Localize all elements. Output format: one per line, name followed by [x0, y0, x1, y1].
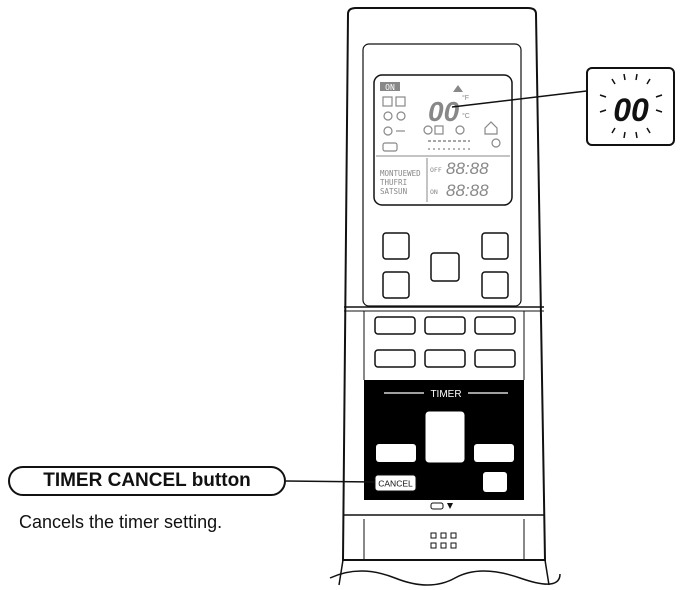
lcd-up-arrow-icon	[453, 85, 463, 92]
row1-button-3[interactable]	[474, 316, 516, 335]
zoom-leader-line	[451, 89, 596, 108]
lcd-main-digits: 00	[428, 96, 460, 127]
sensor-icon	[382, 142, 398, 152]
lcd-timer-on-digits: 88:88	[446, 181, 489, 200]
blink-rays-icon	[599, 73, 663, 139]
heat-mode-icon	[396, 111, 406, 121]
timer-right-button[interactable]	[474, 444, 514, 462]
lower-right-button[interactable]	[481, 271, 509, 299]
battery-icon	[430, 502, 444, 510]
timer-cancel-button-label: CANCEL	[378, 479, 413, 489]
zoom-inset-digits: 00	[613, 92, 649, 128]
auto-mode-icon	[382, 96, 393, 107]
lcd-timer-off-digits: 88:88	[446, 159, 489, 178]
lcd-unit-f: °F	[462, 94, 469, 102]
fan-speed-icon	[423, 125, 433, 135]
slide-down-icon	[447, 503, 453, 509]
home-leave-icon	[484, 121, 498, 135]
row1-button-1[interactable]	[374, 316, 416, 335]
timer-cancel-callout-description: Cancels the timer setting.	[19, 512, 223, 532]
row2-button-1[interactable]	[374, 349, 416, 368]
dry-mode-icon	[395, 96, 406, 107]
timer-section-label: TIMER	[430, 389, 461, 400]
timer-left-button[interactable]	[376, 444, 416, 462]
lcd-days-line2: THUFRI	[380, 178, 407, 187]
lcd-days-line3: SATSUN	[380, 187, 407, 196]
lcd-on-label: ON	[430, 188, 438, 196]
lcd-unit-c: °C	[462, 112, 470, 120]
timer-small-button[interactable]	[483, 472, 507, 492]
lcd-days-line1: MONTUEWED	[380, 169, 421, 178]
lcd-off-label: OFF	[430, 166, 442, 174]
lcd-screen	[373, 74, 513, 206]
timer-cancel-callout-label: TIMER CANCEL button	[8, 466, 286, 496]
fan-mode-icon	[383, 126, 393, 136]
remote-cut-edge	[329, 570, 561, 586]
speaker-grille-icon	[430, 532, 457, 549]
on-indicator: ON	[385, 83, 395, 92]
upper-right-button[interactable]	[481, 232, 509, 260]
callout-leader-line	[285, 480, 376, 483]
upper-panel	[362, 43, 522, 307]
quiet-icon	[455, 125, 465, 135]
lcd-mode-icons	[382, 96, 501, 152]
fan-auto-icon	[434, 125, 444, 135]
timer-center-button[interactable]	[425, 411, 465, 463]
row2-button-3[interactable]	[474, 349, 516, 368]
center-button[interactable]	[430, 252, 460, 282]
eco-icon	[491, 138, 501, 148]
row2-button-2[interactable]	[424, 349, 466, 368]
upper-left-button[interactable]	[382, 232, 410, 260]
timer-cancel-button[interactable]	[374, 474, 417, 492]
lower-left-button[interactable]	[382, 271, 410, 299]
zoom-inset	[586, 67, 675, 146]
on-indicator-box	[380, 82, 400, 91]
row1-button-2[interactable]	[424, 316, 466, 335]
cool-mode-icon	[383, 111, 393, 121]
